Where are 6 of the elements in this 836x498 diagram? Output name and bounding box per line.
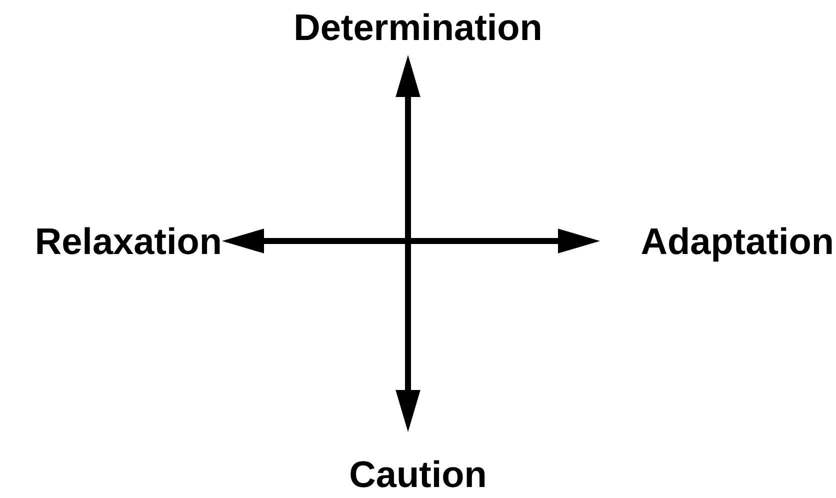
double-arrow	[222, 228, 600, 254]
axis-label: Adaptation	[640, 222, 834, 262]
double-arrow	[395, 55, 421, 432]
axis-label: Determination	[294, 8, 542, 49]
axis-label: Caution	[349, 455, 487, 496]
axis-label: Relaxation	[34, 222, 222, 262]
